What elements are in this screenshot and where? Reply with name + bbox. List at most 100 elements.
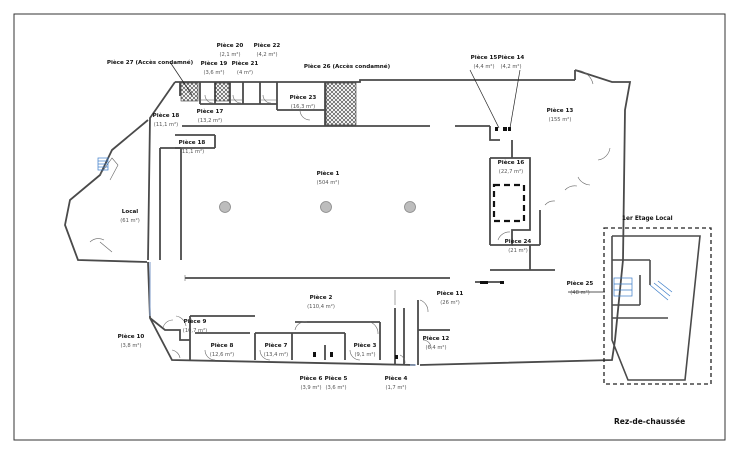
room-area: (21 m²) [508, 248, 528, 254]
room-27b-hatch [214, 82, 230, 102]
label-room-10: Pièce 10 (3,8 m²) [118, 333, 145, 351]
room-area: (504 m²) [316, 180, 340, 186]
room-area: (4,4 m²) [473, 64, 495, 70]
columns [219, 201, 416, 213]
room-name: Pièce 19 [200, 61, 228, 67]
room-area: (11,1 m²) [179, 149, 205, 155]
room-area: (11,1 m²) [153, 122, 179, 128]
label-room-13: Pièce 13 (155 m²) [547, 107, 574, 125]
room-26-hatch [325, 82, 357, 126]
room-area: (1,7 m²) [385, 385, 407, 391]
label-local: Local (61 m²) [120, 208, 139, 226]
room-name: Pièce 7 [264, 343, 288, 349]
room-name: Pièce 26 (Accès condamné) [303, 64, 391, 70]
local-stairs [97, 157, 109, 171]
label-room-8: Pièce 8 (12,6 m²) [210, 342, 234, 360]
room-area: (9,1 m²) [354, 352, 376, 358]
room-name: Pièce 16 [497, 160, 525, 166]
room-name: Pièce 11 [436, 291, 464, 297]
room-area: (4,2 m²) [500, 64, 522, 70]
label-room-4: Pièce 4 (1,7 m²) [385, 375, 408, 393]
upper-floor-frame [603, 227, 712, 385]
room-name: Pièce 18 [152, 113, 180, 119]
label-room-18-bottom: Pièce 18 (11,1 m²) [179, 139, 206, 157]
label-room-7: Pièce 7 (13,4 m²) [264, 342, 288, 360]
room-name: Pièce 24 [504, 239, 532, 245]
room-area: (3,6 m²) [203, 70, 225, 76]
room-name: Pièce 20 [216, 43, 244, 49]
label-room-17: Pièce 17 (13,2 m²) [197, 108, 224, 126]
label-room-21: Pièce 21 (4 m²) [232, 60, 259, 78]
room-area: (48 m²) [570, 290, 590, 296]
room-name: Pièce 14 [497, 55, 525, 61]
room-name: Pièce 15 [470, 55, 498, 61]
label-room-26: Pièce 26 (Accès condamné) [304, 58, 390, 72]
column-center [320, 201, 332, 213]
floor-title: Rez-de-chaussée [614, 417, 686, 426]
inner-details [89, 69, 611, 364]
label-room-6: Pièce 6 (3,9 m²) [300, 375, 323, 393]
label-room-11: Pièce 11 (26 m²) [437, 290, 464, 308]
room-name: Pièce 17 [196, 109, 224, 115]
label-room-20: Pièce 20 (2,1 m²) [217, 42, 244, 60]
label-room-19: Pièce 19 (3,6 m²) [201, 60, 228, 78]
walls [64, 69, 632, 366]
room-name: Pièce 2 [309, 295, 333, 301]
room-area: (3,9 m²) [300, 385, 322, 391]
room-name: Pièce 27 (Accès condamné) [106, 60, 194, 66]
room-area: (2,1 m²) [219, 52, 241, 58]
windows [149, 262, 416, 366]
room-name: Pièce 1 [316, 171, 340, 177]
room-name: Pièce 13 [546, 108, 574, 114]
label-room-14: Pièce 14 (4,2 m²) [498, 54, 525, 72]
label-room-2: Pièce 2 (110,4 m²) [307, 294, 335, 312]
room-name: Pièce 18 [178, 140, 206, 146]
room-name: Pièce 4 [384, 376, 408, 382]
room-name: Pièce 21 [231, 61, 259, 67]
room-area: (12,6 m²) [209, 352, 235, 358]
label-room-27: Pièce 27 (Accès condamné) [107, 54, 193, 68]
upper-floor-stairs [613, 277, 673, 301]
column-left [219, 201, 231, 213]
room-name: Pièce 12 [422, 336, 450, 342]
room-name: Pièce 3 [353, 343, 377, 349]
room-area: (61 m²) [120, 218, 140, 224]
leader-lines [169, 61, 605, 293]
room-name: Local [121, 209, 139, 215]
label-room-12: Pièce 12 (6,4 m²) [423, 335, 450, 353]
room-area: (22,7 m²) [498, 169, 524, 175]
label-room-1: Pièce 1 (504 m²) [317, 170, 340, 188]
room-area: (13,2 m²) [197, 118, 223, 124]
column-right [404, 201, 416, 213]
label-room-18-top: Pièce 18 (11,1 m²) [153, 112, 180, 130]
room-area: (6,4 m²) [425, 345, 447, 351]
room-area: (3,8 m²) [120, 343, 142, 349]
room-name: Pièce 8 [210, 343, 234, 349]
room-area: (4 m²) [236, 70, 254, 76]
room-name: Pièce 23 [289, 95, 317, 101]
room-name: Pièce 10 [117, 334, 145, 340]
small-features [313, 127, 511, 359]
room-area: (26 m²) [440, 300, 460, 306]
room-name: Pièce 6 [299, 376, 323, 382]
room-area: (13,4 m²) [263, 352, 289, 358]
room-area: (155 m²) [548, 117, 572, 123]
label-room-25: Pièce 25 (48 m²) [567, 280, 594, 298]
label-room-5: Pièce 5 (3,6 m²) [325, 375, 348, 393]
room-27-hatch [180, 82, 199, 102]
room-area: (3,6 m²) [325, 385, 347, 391]
label-room-16: Pièce 16 (22,7 m²) [498, 159, 525, 177]
label-room-15: Pièce 15 (4,4 m²) [471, 54, 498, 72]
room-16-dashed-zone [492, 183, 526, 223]
room-area: (10,7 m²) [182, 328, 208, 334]
upper-floor-walls [611, 235, 701, 381]
upper-floor-title: 1er Etage Local [622, 216, 673, 222]
room-name: Pièce 5 [324, 376, 348, 382]
room-area: (16,3 m²) [290, 104, 316, 110]
page-frame [13, 13, 726, 441]
label-room-9: Pièce 9 (10,7 m²) [183, 318, 207, 336]
room-area: (4,2 m²) [256, 52, 278, 58]
room-name: Pièce 25 [566, 281, 594, 287]
label-room-23: Pièce 23 (16,3 m²) [290, 94, 317, 112]
